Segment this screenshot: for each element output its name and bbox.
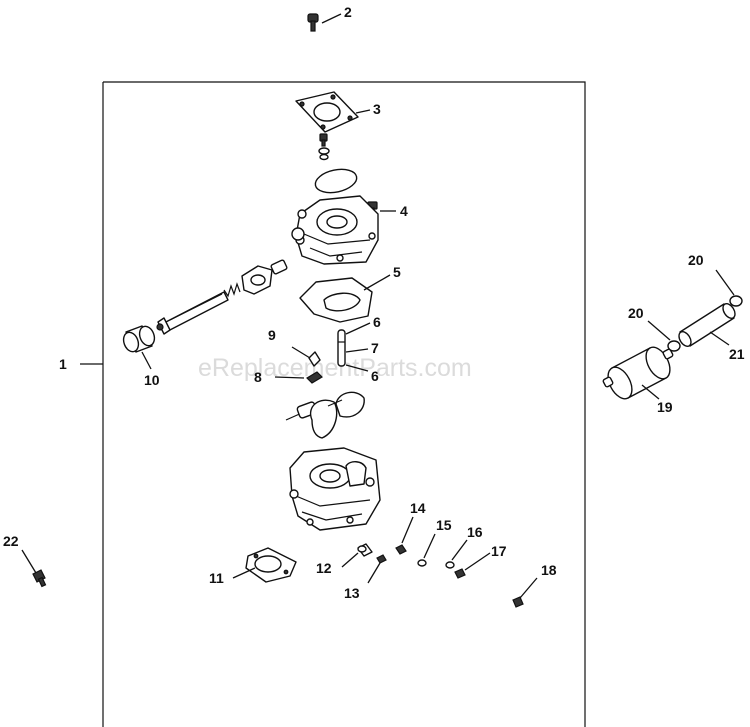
part-5-gasket [299,277,373,323]
part-10-cap [122,325,156,353]
callout-3: 3 [373,101,381,117]
callout-12: 12 [316,560,332,576]
throttle-lever [241,227,305,295]
cover-screw-and-washer [318,133,330,161]
assembly-frame [102,81,586,727]
leader-lines [21,13,735,599]
carburetor-lower-body [289,447,381,531]
callout-13: 13 [344,585,360,601]
watermark: eReplacementParts.com [198,354,472,382]
part-14-jet [395,544,407,555]
part-2-screw [307,13,319,32]
callout-9: 9 [268,327,276,343]
callout-10: 10 [144,372,160,388]
shaft-spring [223,282,241,298]
callout-15: 15 [436,517,452,533]
part-8-pin [306,371,323,384]
part-21-fuel-line [678,303,736,347]
float-assembly [285,391,365,439]
callout-7: 7 [371,340,379,356]
part-19-fuel-filter [602,346,674,400]
diaphragm [314,168,358,194]
callout-2: 2 [344,4,352,20]
callout-8: 8 [254,369,262,385]
callout-6-upper: 6 [373,314,381,330]
part-20-clamp-b [729,295,743,307]
part-3-cover-plate [295,91,359,133]
callout-20-left: 20 [628,305,644,321]
callout-17: 17 [491,543,507,559]
part-20-clamp-a [667,340,681,352]
part-16-spring [445,561,455,569]
callout-4: 4 [400,203,408,219]
callout-20-right: 20 [688,252,704,268]
part-13-screw [376,554,387,564]
carburetor-upper-body [295,195,379,265]
part-11-flange-gasket [245,547,297,583]
part-12-plug [357,543,373,557]
callout-16: 16 [467,524,483,540]
callout-6-lower: 6 [371,368,379,384]
part-15-o-ring [417,559,427,567]
callout-19: 19 [657,399,673,415]
callout-21: 21 [729,346,745,362]
callout-5: 5 [393,264,401,280]
part-18-screw [512,596,524,608]
part-9-clip [308,351,321,367]
callout-labels: 2 3 4 5 6 7 6 8 9 10 1 11 12 13 14 15 16… [3,4,745,601]
callout-11: 11 [209,570,224,586]
part-7-inlet-needle [337,329,346,367]
part-17-screw [454,568,466,579]
callout-1: 1 [59,356,67,372]
part-22-screw [32,569,47,588]
throttle-shaft [156,291,229,335]
callout-22: 22 [3,533,19,549]
callout-14: 14 [410,500,426,516]
callout-18: 18 [541,562,557,578]
